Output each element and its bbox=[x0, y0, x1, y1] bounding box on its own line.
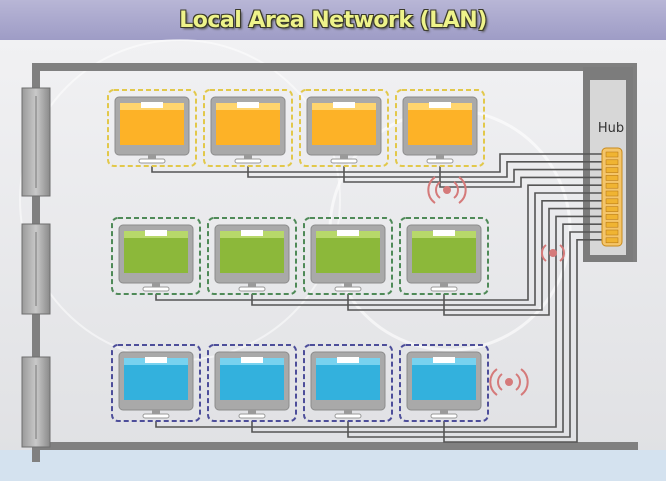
cable-line bbox=[247, 161, 606, 178]
wifi-signal-icon bbox=[489, 368, 529, 396]
cable-line bbox=[343, 166, 606, 183]
computer-monitor-icon bbox=[303, 344, 393, 422]
computer-monitor-icon bbox=[299, 89, 389, 167]
cable-line bbox=[443, 207, 606, 316]
cable-line bbox=[347, 231, 606, 438]
computer-monitor-icon bbox=[399, 217, 489, 295]
router-icon bbox=[21, 356, 51, 448]
computer-monitor-icon bbox=[395, 89, 485, 167]
computer-monitor-icon bbox=[111, 344, 201, 422]
cable-line bbox=[251, 223, 606, 433]
router-icon bbox=[21, 87, 51, 197]
cable-line bbox=[155, 215, 606, 428]
computer-monitor-icon bbox=[303, 217, 393, 295]
computer-monitor-icon bbox=[207, 217, 297, 295]
cable-line bbox=[251, 192, 606, 306]
hub-device bbox=[601, 147, 623, 247]
computer-monitor-icon bbox=[207, 344, 297, 422]
computer-monitor-icon bbox=[107, 89, 197, 167]
wifi-signal-icon bbox=[427, 176, 467, 204]
computer-monitor-icon bbox=[203, 89, 293, 167]
cable-line bbox=[439, 166, 606, 188]
router-icon bbox=[21, 223, 51, 315]
wifi-signal-icon bbox=[541, 244, 565, 262]
network-cables bbox=[151, 153, 606, 443]
title-bar: Local Area Network (LAN) bbox=[0, 0, 666, 40]
computer-grid bbox=[107, 89, 489, 422]
cable-line bbox=[151, 153, 606, 173]
cable-line bbox=[347, 200, 606, 311]
computer-monitor-icon bbox=[111, 217, 201, 295]
cable-line bbox=[155, 184, 606, 301]
cable-line bbox=[443, 239, 606, 443]
hub-label: Hub bbox=[597, 121, 625, 136]
page-title: Local Area Network (LAN) bbox=[179, 7, 487, 33]
computer-monitor-icon bbox=[399, 344, 489, 422]
